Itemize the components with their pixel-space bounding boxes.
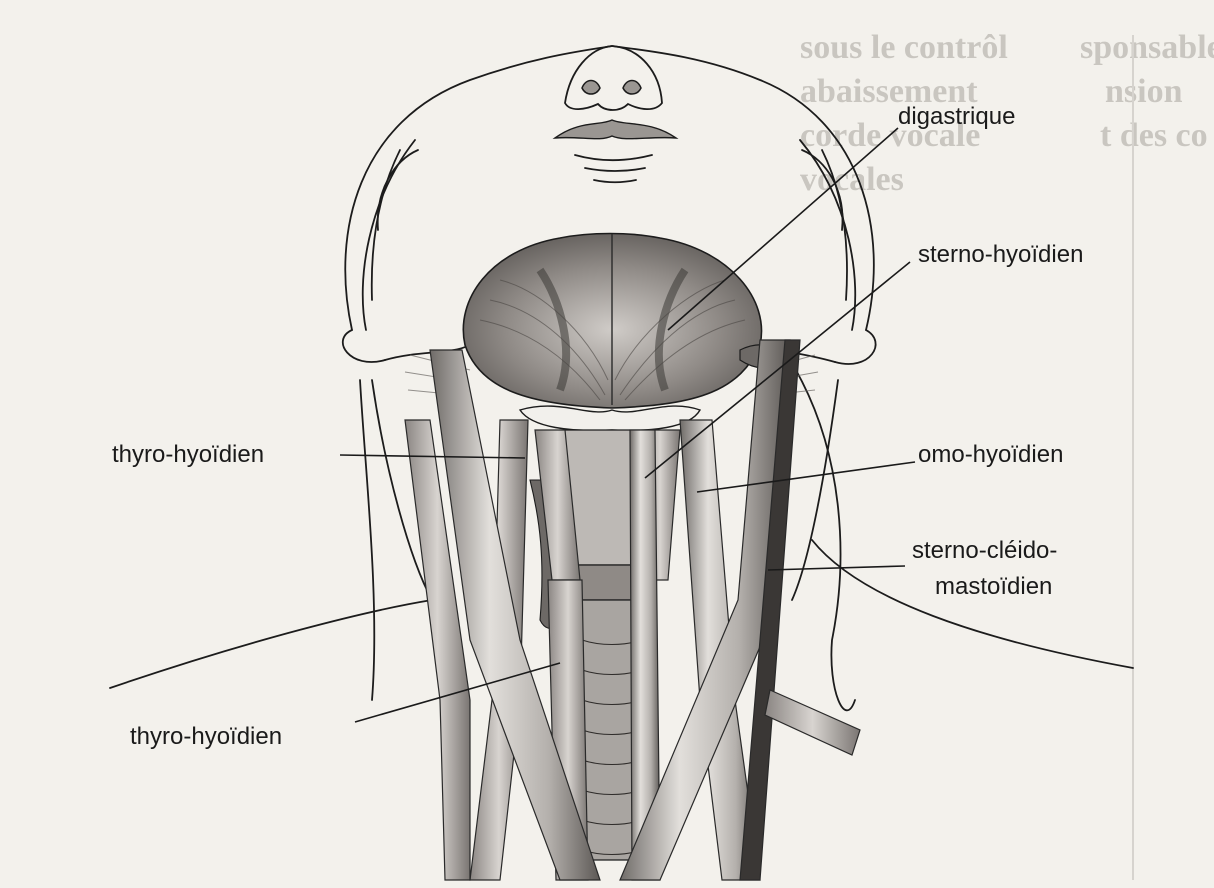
background-text-line-5: sponsable: [1080, 29, 1214, 66]
lips: [555, 120, 676, 139]
background-text-line-7: t des co: [1100, 117, 1208, 154]
background-text-line-1: sous le contrôl: [800, 29, 1008, 66]
background-text-line-6: nsion: [1105, 73, 1183, 110]
nostril-left: [582, 81, 600, 95]
label-sterno-cleido-line-1: sterno-cléido-: [912, 537, 1057, 564]
label-thyro-hyoidien-top: thyro-hyoïdien: [112, 441, 264, 468]
label-sterno-hyoidien: sterno-hyoïdien: [918, 241, 1083, 268]
nostril-right: [623, 81, 641, 95]
label-digastrique: digastrique: [898, 103, 1015, 130]
leader-sterno-cleido-mastoidien: [768, 566, 905, 570]
leader-omo-hyoidien: [697, 462, 915, 492]
label-thyro-hyoidien-bottom: thyro-hyoïdien: [130, 723, 282, 750]
label-sterno-cleido-line-2: mastoïdien: [935, 573, 1052, 600]
hyoid-bone: [520, 406, 700, 430]
omohyoid-tail: [765, 690, 860, 755]
label-omo-hyoidien: omo-hyoïdien: [918, 441, 1063, 468]
